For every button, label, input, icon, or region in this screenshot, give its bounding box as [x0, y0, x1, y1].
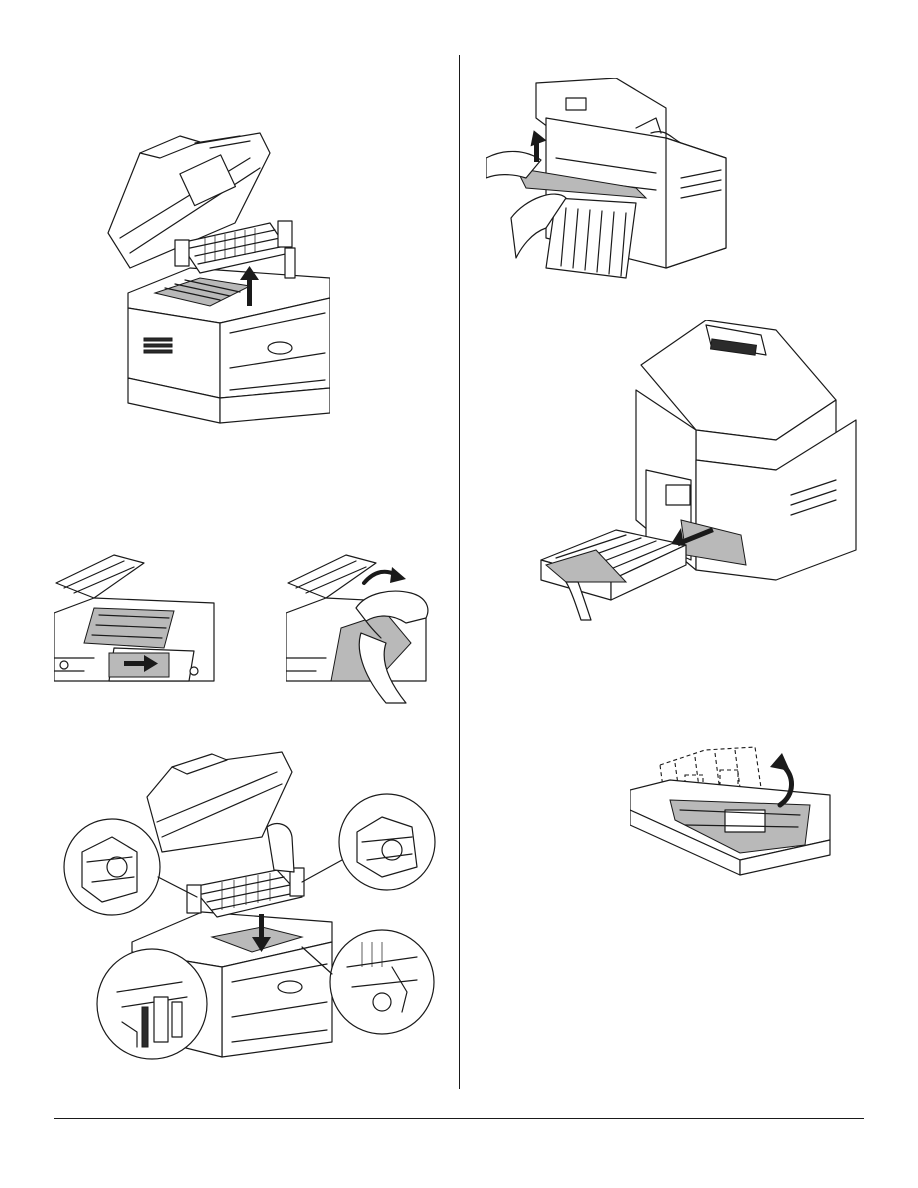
image-drum-unit — [187, 868, 304, 917]
detail-callout-left-bottom — [97, 949, 207, 1059]
footer-rule — [54, 1118, 864, 1119]
column-divider — [459, 55, 460, 1089]
detail-callout-right-top — [302, 794, 435, 890]
fig-pull-paper-under-drum — [286, 553, 436, 708]
fig-open-duplex-cover — [630, 745, 835, 880]
duplex-unit — [541, 530, 686, 620]
fig-reinstall-image-drum — [62, 742, 442, 1082]
curved-arrow-icon — [364, 567, 406, 583]
fig-pull-paper-front — [54, 553, 216, 683]
fig-remove-image-drum — [100, 128, 330, 428]
fig-pull-paper-rear — [486, 78, 736, 283]
fig-remove-duplex-unit — [536, 320, 861, 630]
